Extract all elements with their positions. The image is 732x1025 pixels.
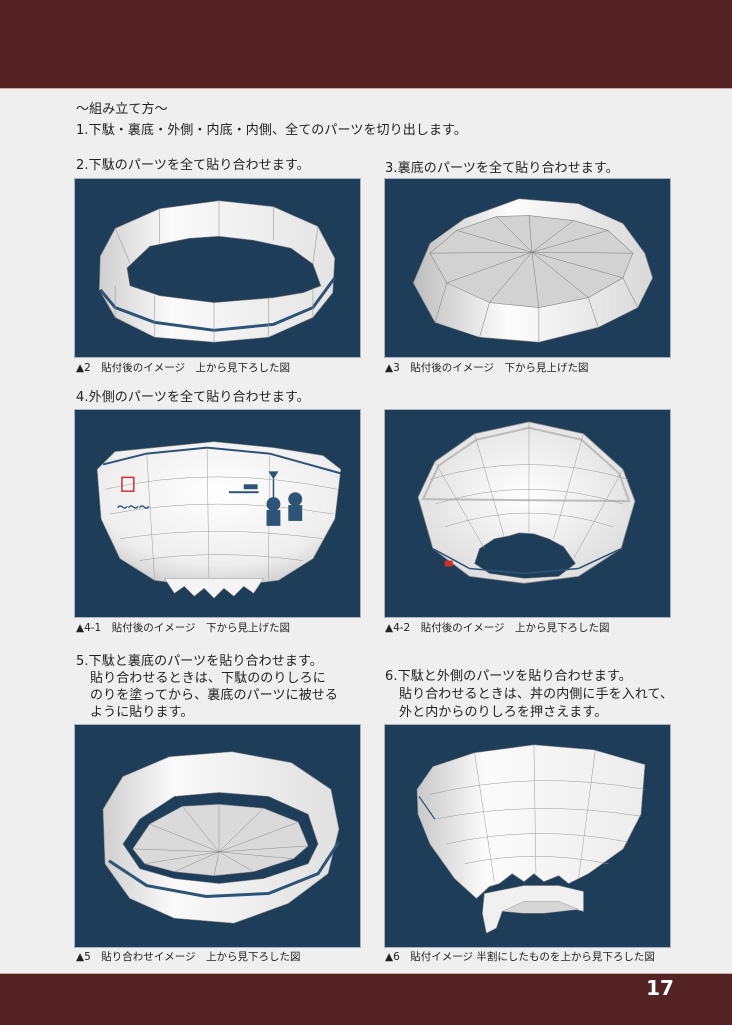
svg-text:〜〜〜: 〜〜〜	[117, 501, 150, 514]
geta-ring-illustration	[99, 200, 336, 343]
half-cut-bowl-illustration	[416, 744, 646, 934]
figure-4-1-image: 〜〜〜	[74, 409, 361, 618]
figure-5-caption: ▲5 貼り合わせイメージ 上から見下ろした図	[76, 951, 301, 963]
figure-4-2-image	[384, 409, 671, 618]
bottom-disc-illustration	[412, 198, 653, 343]
step-1-text: 1.下駄・裏底・外側・内底・内側、全てのパーツを切り出します。	[76, 123, 467, 138]
step-5-title: 5.下駄と裏底のパーツを貼り合わせます。	[76, 654, 323, 669]
figure-3-caption: ▲3 貼付後のイメージ 下から見上げた図	[385, 362, 589, 374]
section-heading: 〜組み立て方〜	[76, 102, 168, 117]
step-4-title: 4.外側のパーツを全て貼り合わせます。	[76, 390, 310, 405]
figure-4-2-caption: ▲4-2 貼付後のイメージ 上から見下ろした図	[385, 622, 610, 634]
step-6-line-1: 貼り合わせるときは、丼の内側に手を入れて、	[399, 687, 674, 702]
figure-6-caption: ▲6 貼付イメージ 半割にしたものを上から見下ろした図	[385, 951, 655, 963]
step-2-title: 2.下駄のパーツを全て貼り合わせます。	[76, 158, 310, 173]
figure-6-image	[384, 724, 671, 948]
geta-bottom-assembled-illustration	[102, 751, 341, 924]
red-seal-icon	[121, 476, 135, 492]
step-5-line-3: ように貼ります。	[90, 705, 194, 720]
step-6-line-2: 外と内からのりしろを押さえます。	[399, 705, 608, 720]
figure-2-image	[74, 178, 361, 358]
figure-5-image	[74, 724, 361, 948]
footer-band	[0, 973, 732, 1025]
step-5-line-2: のりを塗ってから、裏底のパーツに被せる	[90, 688, 338, 703]
step-3-title: 3.裏底のパーツを全て貼り合わせます。	[385, 161, 619, 176]
figure-4-1-caption: ▲4-1 貼付後のイメージ 下から見上げた図	[76, 622, 291, 634]
page-number: 17	[646, 976, 674, 1000]
bowl-outer-below-illustration: 〜〜〜	[96, 441, 342, 599]
header-band	[0, 0, 732, 89]
figure-2-caption: ▲2 貼付後のイメージ 上から見下ろした図	[76, 362, 291, 374]
figure-3-image	[384, 178, 671, 358]
step-5-line-1: 貼り合わせるときは、下駄ののりしろに	[90, 671, 326, 686]
bowl-outer-above-illustration	[417, 421, 636, 584]
step-6-title: 6.下駄と外側のパーツを貼り合わせます。	[385, 669, 632, 684]
red-seal-icon	[444, 560, 453, 567]
illustration-figures-icon	[228, 471, 303, 526]
